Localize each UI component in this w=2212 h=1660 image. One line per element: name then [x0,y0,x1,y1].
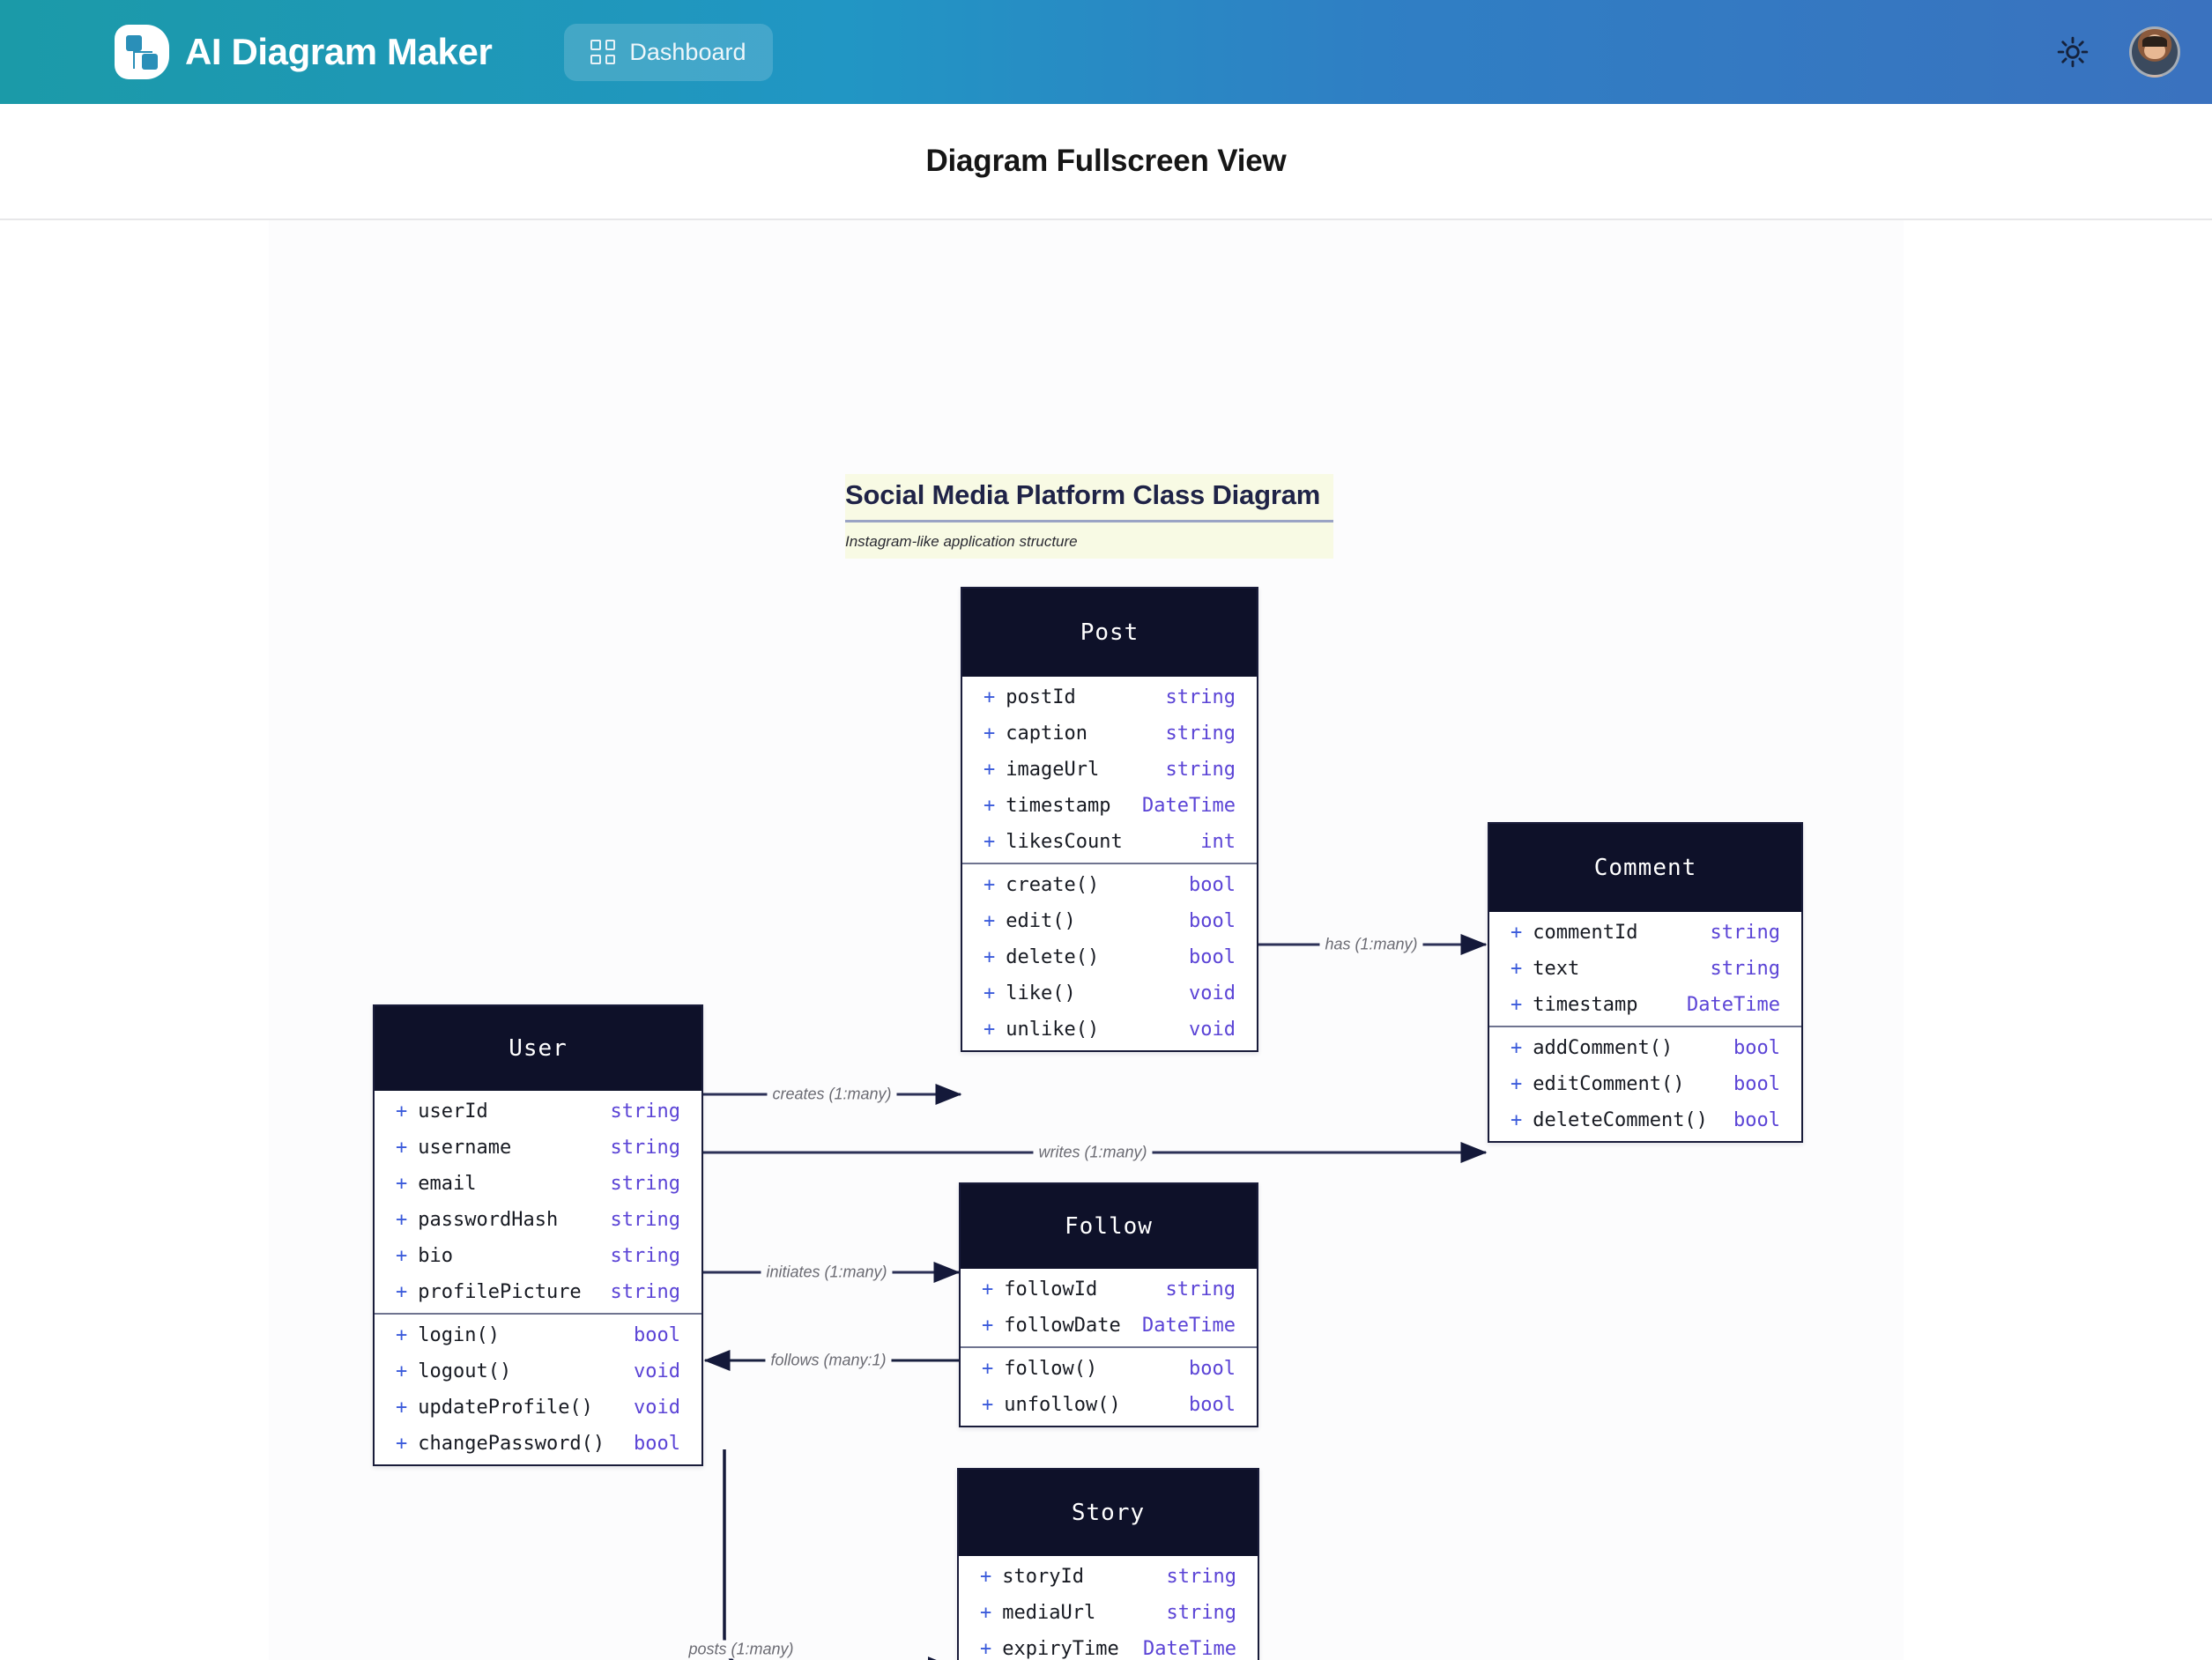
app-title: AI Diagram Maker [185,31,493,72]
dashboard-button[interactable]: Dashboard [564,23,773,81]
class-member: +changePassword()bool [396,1433,680,1455]
class-member: +updateProfile()void [396,1397,680,1419]
class-name-post: Post [962,589,1257,677]
class-member: +editComment()bool [1511,1073,1780,1095]
class-member: +create()bool [984,874,1236,896]
brand: AI Diagram Maker [115,25,493,79]
class-name-comment: Comment [1489,824,1801,912]
class-methods-comment: +addComment()bool +editComment()bool +de… [1489,1026,1801,1141]
page-titlebar: Diagram Fullscreen View [0,104,2212,220]
diagram-logo-icon [115,25,169,79]
class-member: +login()bool [396,1324,680,1346]
avatar[interactable] [2129,26,2180,78]
relationship-label-follows: follows (many:1) [765,1351,892,1370]
grid-icon [590,40,616,64]
app-header: AI Diagram Maker Dashboard [0,0,2212,104]
relationship-label-writes: writes (1:many) [1033,1143,1153,1162]
diagram-caption: Social Media Platform Class Diagram Inst… [845,474,1333,559]
page-title: Diagram Fullscreen View [925,144,1287,178]
class-name-story: Story [959,1470,1258,1556]
class-member: +edit()bool [984,910,1236,932]
class-member: +follow()bool [982,1358,1236,1380]
header-actions [2053,26,2180,78]
sun-icon[interactable] [2053,33,2092,71]
relationship-label-initiates: initiates (1:many) [761,1263,893,1282]
class-member: +unfollow()bool [982,1394,1236,1416]
class-methods-user: +login()bool +logout()void +updateProfil… [375,1313,701,1464]
class-name-follow: Follow [961,1184,1257,1269]
class-methods-follow: +follow()bool +unfollow()bool [961,1346,1257,1426]
class-methods-post: +create()bool +edit()bool +delete()bool … [962,863,1257,1050]
class-member: +deleteComment()bool [1511,1109,1780,1131]
class-member: +like()void [984,982,1236,1004]
diagram-subtitle: Instagram-like application structure [845,533,1078,550]
diagram-layer: Social Media Platform Class Diagram Inst… [0,220,2212,1660]
relationship-label-posts: posts (1:many) [683,1640,799,1659]
dashboard-button-label: Dashboard [629,38,746,65]
relationship-label-creates: creates (1:many) [767,1085,897,1104]
class-name-user: User [375,1006,701,1091]
class-member: +delete()bool [984,946,1236,968]
diagram-title: Social Media Platform Class Diagram [845,476,1333,522]
relationship-label-has: has (1:many) [1319,935,1423,954]
class-member: +logout()void [396,1360,680,1382]
class-member: +unlike()void [984,1019,1236,1041]
class-member: +addComment()bool [1511,1037,1780,1059]
diagram-canvas-wrap: Social Media Platform Class Diagram Inst… [0,220,2212,1660]
